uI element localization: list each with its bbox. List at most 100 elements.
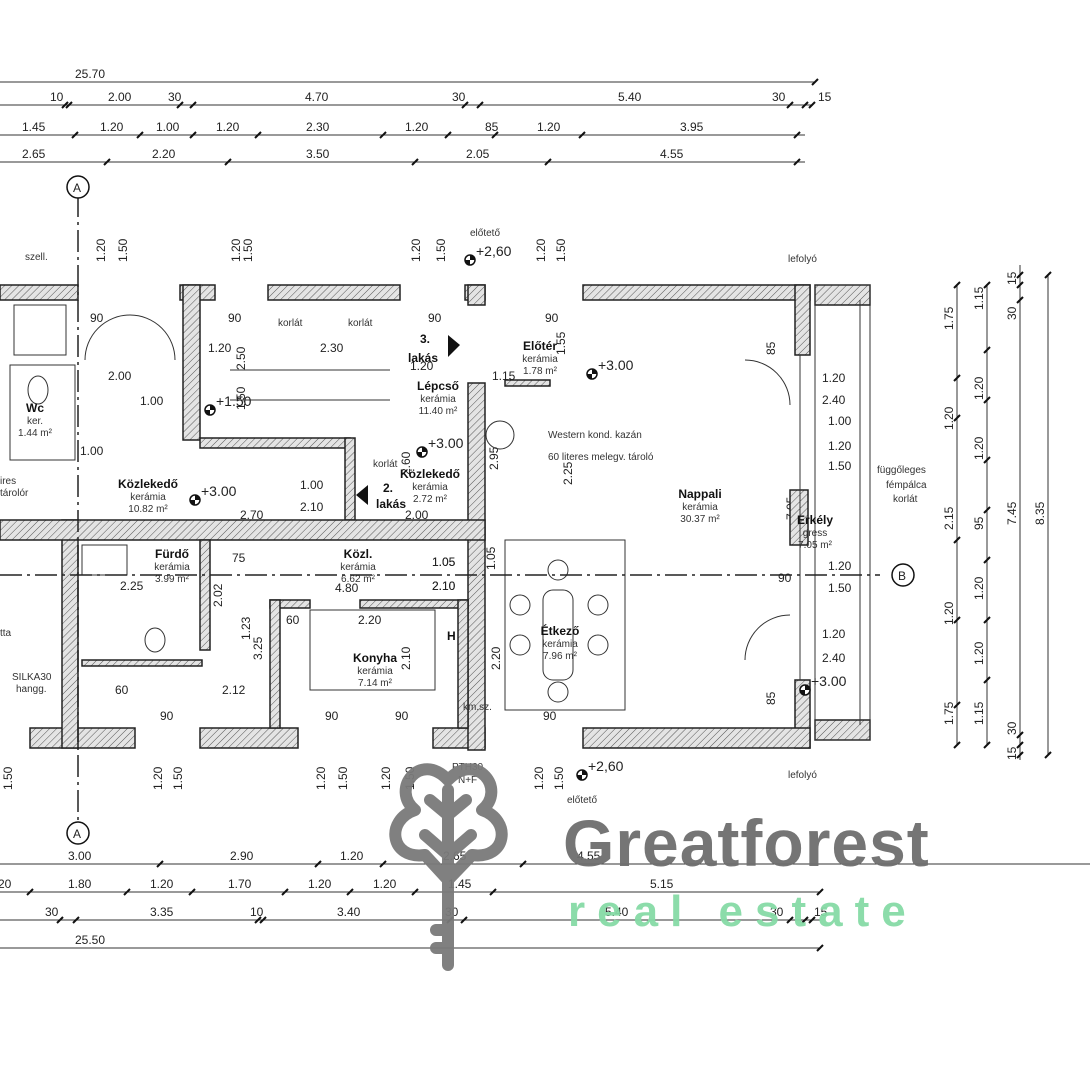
bottom-dimension-label: 2.90 xyxy=(230,849,254,863)
inner-dimension-label: 1.50 xyxy=(234,386,248,410)
logo-tagline: real estate xyxy=(568,887,918,936)
note-drain-top: lefolyó xyxy=(788,254,817,265)
top-dimension-label: 25.70 xyxy=(75,67,105,81)
room-name: Nappali xyxy=(678,487,721,501)
room-name: Lépcső xyxy=(417,379,459,393)
opening-dimension-label: 1.20 xyxy=(822,627,846,641)
inner-dimension-label: 90 xyxy=(160,709,174,723)
opening-dimension-label: 2.40 xyxy=(822,651,846,665)
dimension-tick xyxy=(808,916,816,924)
inner-dimension-label: 1.00 xyxy=(140,394,164,408)
dimension-tick xyxy=(983,346,991,354)
note-railing-1: függőleges xyxy=(877,465,926,476)
room-area: 7.05 m² xyxy=(798,540,833,551)
top-dimension-label: 10 xyxy=(50,90,64,104)
note-silka-1: SILKA30 xyxy=(12,672,52,683)
bottom-dimension-label: 30 xyxy=(770,905,784,919)
room-material: kerámia xyxy=(522,354,558,365)
dimension-tick xyxy=(56,916,64,924)
dimension-tick xyxy=(983,676,991,684)
room-name: Közlekedő xyxy=(400,467,460,481)
room-area: 1.44 m² xyxy=(18,428,53,439)
dimension-tick xyxy=(254,131,262,139)
opening-dimension-label: 1.20 xyxy=(822,371,846,385)
inner-dimension-label: 2.12 xyxy=(222,683,246,697)
note-stair-railing-2: korlát xyxy=(348,318,373,329)
left-fragment-3: tta xyxy=(0,628,12,639)
svg-text:A: A xyxy=(73,827,81,841)
section-marker-b: B xyxy=(891,563,915,587)
right-dimension-label: 1.20 xyxy=(972,376,986,400)
dimension-tick xyxy=(983,506,991,514)
window-dimension-label: 1.20 xyxy=(151,766,165,790)
dimension-tick xyxy=(953,741,961,749)
inner-dimension-label: 2.00 xyxy=(108,369,132,383)
room-name: Étkező xyxy=(541,623,580,638)
dining-table xyxy=(509,559,609,703)
window-dimension-label: 1.50 xyxy=(1,766,15,790)
top-dimension-label: 1.00 xyxy=(156,120,180,134)
dimension-tick xyxy=(136,131,144,139)
right-dimension-label: 1.75 xyxy=(942,306,956,330)
bottom-dimension-label: 1.80 xyxy=(68,877,92,891)
dimension-tick xyxy=(123,888,131,896)
inner-dimension-label: 2.10 xyxy=(432,579,456,593)
room-name: Wc xyxy=(26,401,44,415)
inner-dimension-label: 60 xyxy=(115,683,129,697)
logo-name: Greatforest xyxy=(563,806,930,880)
dimension-tick xyxy=(983,396,991,404)
note-drain-bottom: lefolyó xyxy=(788,770,817,781)
right-dimension-label: 2.15 xyxy=(942,506,956,530)
room-area: 30.37 m² xyxy=(680,514,720,525)
dimension-tick xyxy=(578,131,586,139)
level-value: +3.00 xyxy=(598,357,634,373)
room-area: 6.62 m² xyxy=(341,574,376,585)
opening-dimension-label: 2.40 xyxy=(822,393,846,407)
dimension-tick xyxy=(953,536,961,544)
inner-dimension-label: 90 xyxy=(90,311,104,325)
inner-dimension-label: 2.25 xyxy=(561,461,575,485)
room-material: kerámia xyxy=(412,482,448,493)
room-name: Közl. xyxy=(344,547,373,561)
dimension-tick xyxy=(816,944,824,952)
dimension-tick xyxy=(61,101,69,109)
bottom-dimension-label: 25.50 xyxy=(75,933,105,947)
room-material: gress xyxy=(803,528,827,539)
inner-dimension-label: 1.00 xyxy=(300,478,324,492)
dimension-tick xyxy=(254,916,262,924)
note-water-tank: 60 literes melegv. tároló xyxy=(548,452,654,463)
window-dimension-label: 1.20 xyxy=(229,238,243,262)
window-dimension-label: 1.20 xyxy=(409,238,423,262)
dimension-tick xyxy=(411,888,419,896)
inner-dimension-label: 85 xyxy=(764,341,778,355)
dimension-tick xyxy=(476,101,484,109)
inner-dimension-label: 1.05 xyxy=(432,555,456,569)
dimension-tick xyxy=(816,888,824,896)
dimension-tick xyxy=(983,281,991,289)
room-name: Előtér xyxy=(523,339,557,353)
level-marker: +3.00 xyxy=(189,483,237,506)
top-dimension-label: 4.70 xyxy=(305,90,329,104)
inner-dimension-label: 90 xyxy=(778,571,792,585)
dimension-tick xyxy=(379,860,387,868)
dimension-tick xyxy=(103,158,111,166)
opening-dimension-label: 1.00 xyxy=(828,414,852,428)
opening-dimension-label: 1.50 xyxy=(828,581,852,595)
window-dimension-label: 1.20 xyxy=(379,766,393,790)
window-dimension-label: 1.50 xyxy=(171,766,185,790)
right-dimension-label: 95 xyxy=(972,516,986,530)
dimension-tick xyxy=(801,101,809,109)
inner-dimension-label: 90 xyxy=(545,311,559,325)
dimension-tick xyxy=(444,131,452,139)
top-dimension-label: 2.20 xyxy=(152,147,176,161)
entrance-arrow-icon xyxy=(448,335,460,357)
inner-dimension-label: 60 xyxy=(286,613,300,627)
dimension-tick xyxy=(72,916,80,924)
